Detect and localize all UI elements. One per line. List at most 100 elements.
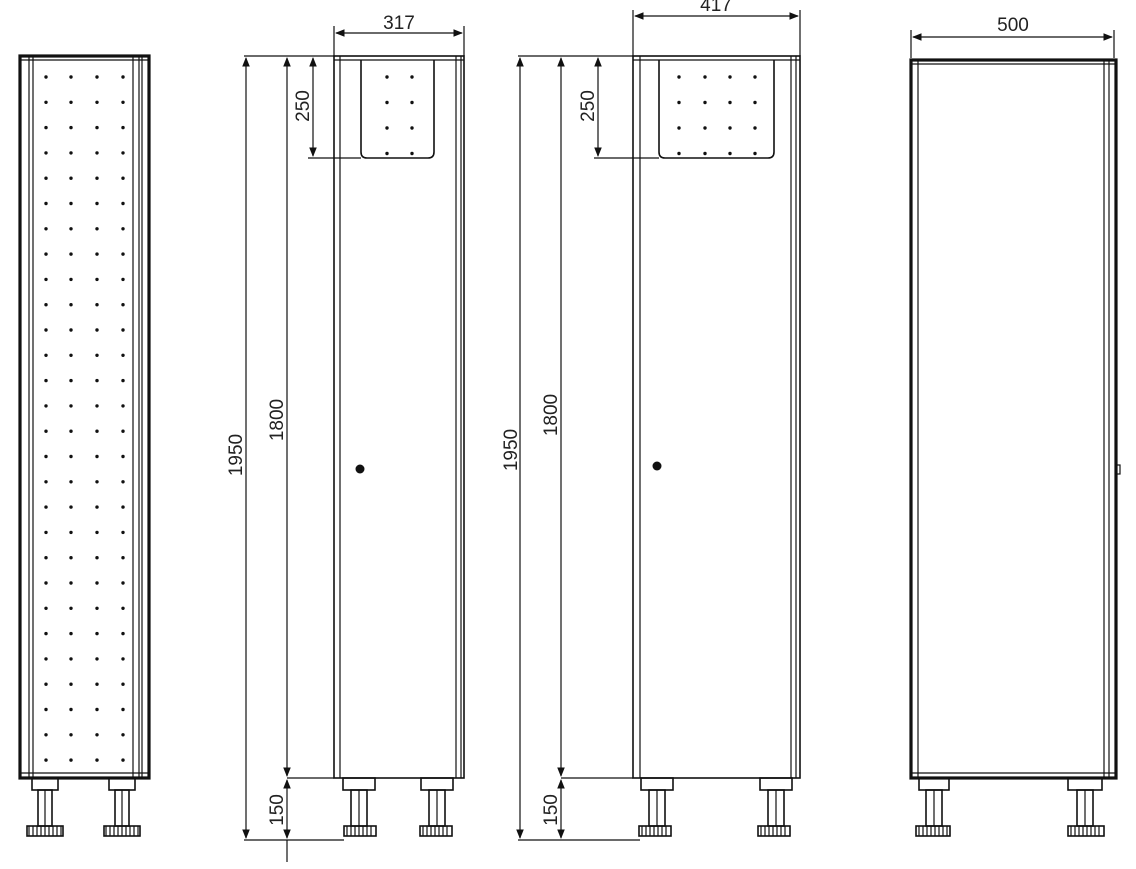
perforation-hole [69, 75, 73, 79]
perforation-hole [121, 631, 125, 636]
perforation-hole [44, 328, 48, 332]
dim-shelf-height-317: 250 [293, 90, 314, 122]
perforation-hole [95, 480, 99, 484]
perforation-hole [69, 429, 73, 433]
perforation-hole [121, 505, 125, 509]
perforation-hole [677, 75, 681, 79]
dim-width-500: 500 [997, 15, 1029, 36]
perforation-hole [703, 100, 707, 105]
perforation-hole [44, 454, 48, 459]
perforation-hole [95, 733, 99, 737]
perforation-hole [69, 227, 73, 231]
perforation-hole [69, 606, 73, 610]
perforation-hole [121, 378, 125, 383]
back-foot-left [915, 777, 951, 837]
perforation-hole [677, 151, 681, 156]
basket-dots-417 [677, 75, 757, 156]
perforation-hole [121, 429, 125, 433]
side-view-perforated [18, 54, 151, 837]
perforation-hole [121, 581, 125, 585]
front317-foot-left [342, 777, 377, 837]
basket-dots-317 [385, 75, 414, 156]
perforation-hole [95, 328, 99, 332]
perforation-hole [69, 328, 73, 332]
cabinet-body-317 [333, 55, 465, 779]
perforation-hole [121, 303, 125, 307]
dim-shelf-height-417: 250 [578, 90, 599, 122]
perforation-hole [121, 75, 125, 79]
perforation-hole [703, 75, 707, 79]
perforation-hole [69, 581, 73, 585]
perforation-hole [95, 454, 99, 459]
back-view-500: 500 [909, 15, 1121, 837]
perforation-hole [44, 100, 48, 105]
perforation-hole [728, 100, 732, 105]
perforation-hole [95, 657, 99, 661]
perforation-hole [69, 682, 73, 686]
perforation-hole [95, 758, 99, 762]
perforation-hole [44, 378, 48, 383]
lock-knob-317 [355, 464, 365, 474]
perforation-hole [410, 75, 414, 79]
perforation-hole [44, 606, 48, 610]
perforation-hole [69, 201, 73, 206]
perforation-hole [410, 151, 414, 156]
perforation-hole [121, 151, 125, 155]
perforation-hole [121, 176, 125, 180]
perforation-hole [44, 581, 48, 585]
perforation-hole [69, 378, 73, 383]
perforation-hole [385, 100, 389, 105]
perforation-hole [44, 252, 48, 256]
perforation-hole [95, 606, 99, 610]
perforation-hole [95, 581, 99, 585]
perforation-hole [121, 707, 125, 712]
perforation-hole [44, 404, 48, 408]
perforation-hole [69, 758, 73, 762]
perforation-hole [69, 404, 73, 408]
perforation-hole [95, 505, 99, 509]
cabinet-body-500 [909, 58, 1118, 780]
perforation-hole [121, 454, 125, 459]
perforation-hole [95, 631, 99, 636]
perforation-hole [121, 100, 125, 105]
perforation-hole [69, 733, 73, 737]
perforation-hole [121, 606, 125, 610]
perforation-hole [753, 151, 757, 156]
perforation-hole [44, 176, 48, 180]
perforation-hole [121, 733, 125, 737]
front-view-317: 317 1950 1800 150 250 [226, 13, 465, 862]
perforation-hole [69, 176, 73, 180]
perforation-hole [44, 657, 48, 661]
perforation-hole [69, 454, 73, 459]
perforation-hole [44, 303, 48, 307]
perforation-hole [69, 125, 73, 130]
dim-width-417: 417 [700, 0, 732, 16]
perforation-hole [44, 682, 48, 686]
perforation-hole [69, 151, 73, 155]
perforation-hole [44, 707, 48, 712]
front-view-417: 417 1950 1800 150 250 [501, 0, 801, 841]
perforation-hole [44, 631, 48, 636]
perforation-hole [44, 556, 48, 560]
perforation-hole [69, 707, 73, 712]
perforation-hole [385, 151, 389, 156]
perforation-hole [95, 100, 99, 105]
perforation-hole [69, 353, 73, 357]
front417-foot-right [757, 777, 793, 837]
perforation-hole [69, 556, 73, 560]
dim-total-height-417: 1950 [501, 429, 522, 471]
perforation-hole [69, 303, 73, 307]
perforation-hole [95, 277, 99, 282]
perforation-hole [69, 505, 73, 509]
perforation-hole [410, 126, 414, 130]
shelf-basket-317 [360, 60, 435, 159]
perforation-hole [121, 556, 125, 560]
dim-leg-height-317: 150 [267, 794, 288, 826]
perforation-hole [69, 277, 73, 282]
shelf-basket-417 [658, 60, 775, 159]
perforation-hole [677, 126, 681, 130]
perforation-hole [44, 505, 48, 509]
perforation-hole [410, 100, 414, 105]
side-foot-right [103, 777, 141, 837]
